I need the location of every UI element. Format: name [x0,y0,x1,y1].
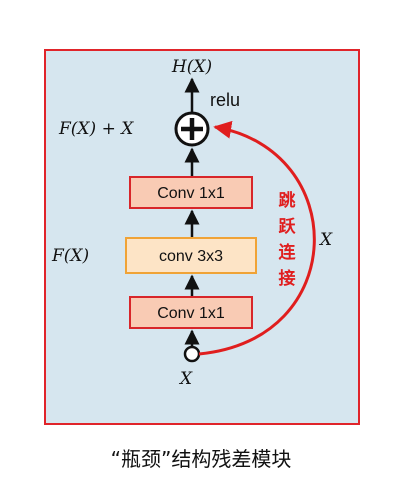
skip-label-char: 接 [279,268,296,289]
conv-block-top-label: Conv 1x1 [157,185,225,202]
input-node [183,345,201,363]
caption: “瓶颈”结构残差模块 [111,447,292,471]
skip-x-label: X [318,230,333,250]
conv-block-mid [125,237,257,274]
residual-label: F(X) [51,246,89,266]
input-label: X [178,369,193,389]
sum-node [174,111,210,147]
conv-block-bottom [129,296,253,329]
skip-label-char: 跳 [279,190,296,211]
conv-block-mid-label: conv 3x3 [159,248,223,265]
skip-label-char: 连 [279,242,297,263]
conv-block-bottom-label: Conv 1x1 [157,305,225,322]
skip-connection-label: 跳 跃 连 接 [279,190,297,289]
relu-label: relu [210,90,240,110]
skip-label-char: 跃 [279,217,297,237]
conv-block-top [129,176,253,209]
sum-label: F(X) + X [58,119,134,139]
output-label: H(X) [171,57,212,77]
skip-connection-arrow [198,120,316,356]
